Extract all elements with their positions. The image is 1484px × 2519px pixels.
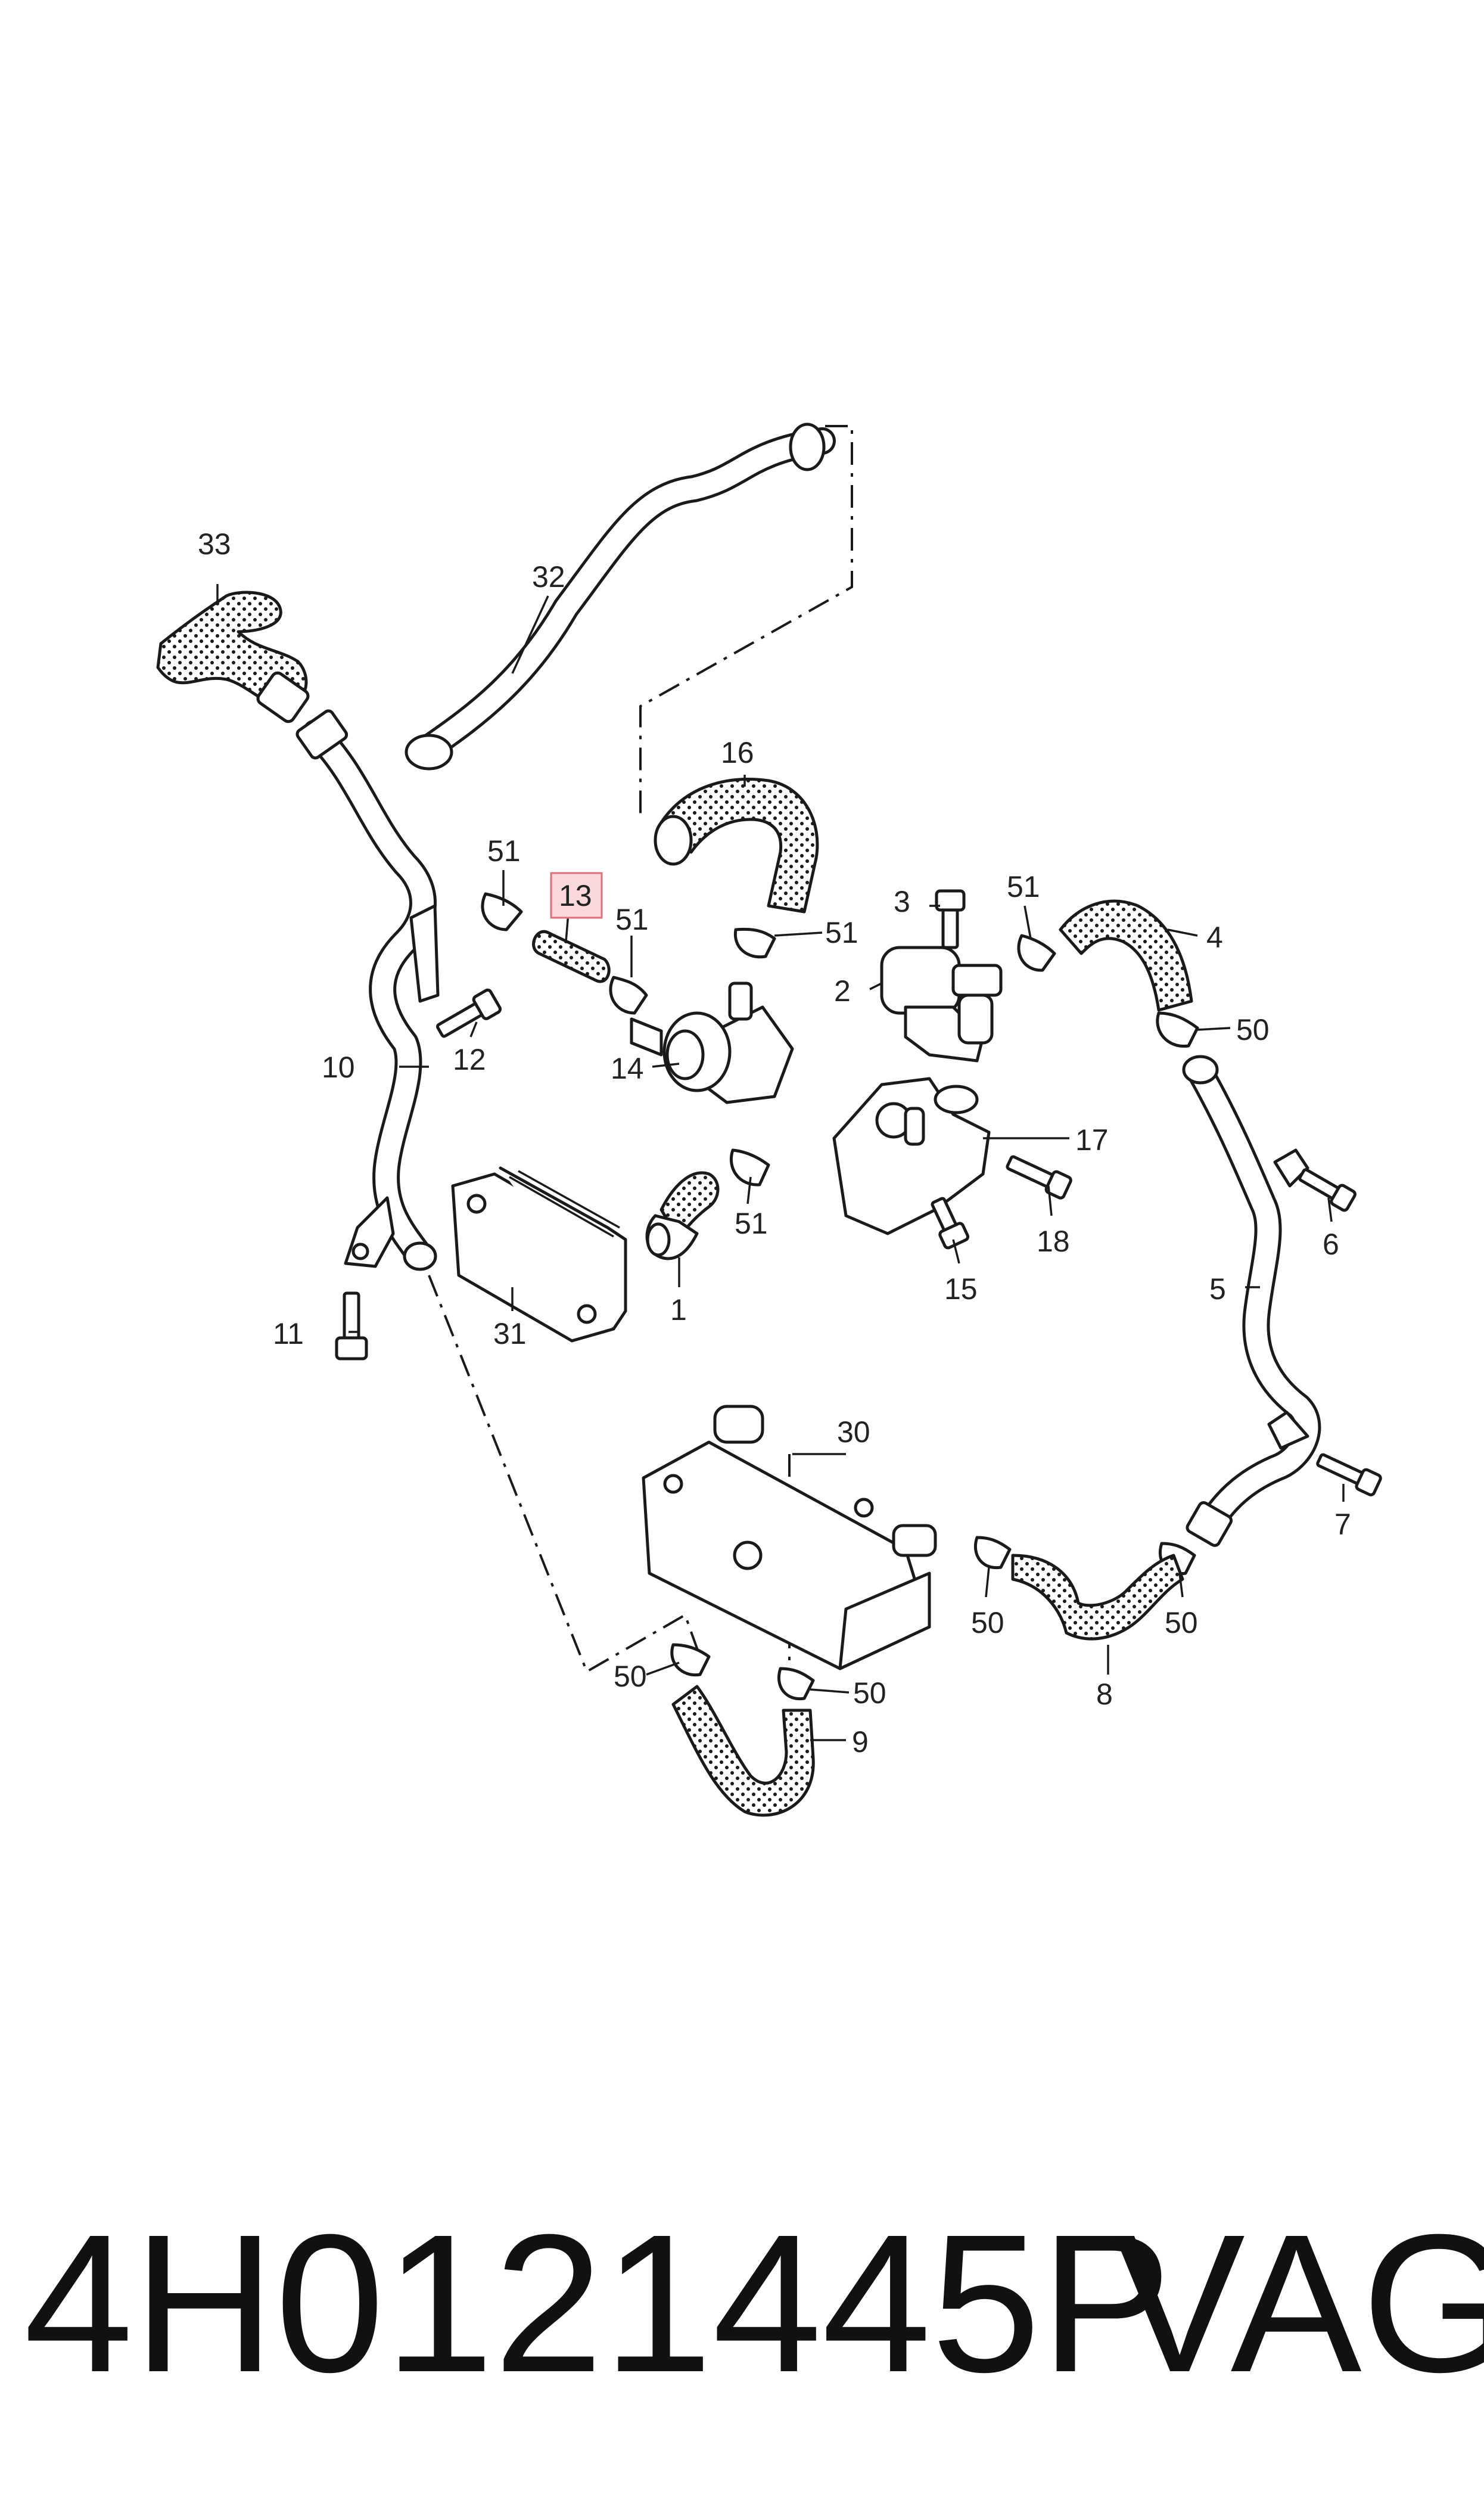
coolant-pipe-32 xyxy=(405,423,836,771)
callout-14: 14 xyxy=(611,1052,644,1085)
callout-11: 11 xyxy=(273,1317,304,1350)
callout-4: 4 xyxy=(1206,921,1223,954)
callout-2: 2 xyxy=(834,974,851,1008)
coolant-pipe-10 xyxy=(295,709,440,1271)
hose-33 xyxy=(156,591,310,723)
hose-8 xyxy=(1011,1554,1184,1641)
callout-51: 51 xyxy=(735,1207,768,1240)
hose-elbow-1 xyxy=(645,1171,720,1260)
bolt-6 xyxy=(1298,1168,1357,1212)
callout-labels: 33 32 51 13 51 16 51 3 51 4 2 50 14 12 1… xyxy=(198,527,1351,1759)
callout-16: 16 xyxy=(721,736,754,769)
hose-4 xyxy=(1059,899,1199,1048)
highlighted-callout-box xyxy=(550,872,603,919)
coolant-pipe-5 xyxy=(1182,1055,1321,1547)
hose-clamps-51 xyxy=(481,892,1056,1186)
callout-12: 12 xyxy=(453,1043,486,1076)
bracket-17 xyxy=(832,1077,991,1235)
callout-5: 5 xyxy=(1209,1272,1226,1306)
hose-13 xyxy=(532,930,611,983)
callout-50: 50 xyxy=(853,1676,886,1710)
callout-18: 18 xyxy=(1037,1225,1070,1258)
callout-51: 51 xyxy=(1007,870,1040,903)
callout-13: 13 xyxy=(559,879,592,912)
bolt-3 xyxy=(935,889,966,949)
callout-7: 7 xyxy=(1334,1508,1351,1541)
bolt-7 xyxy=(1316,1453,1382,1496)
callout-31: 31 xyxy=(493,1317,527,1350)
bolt-11 xyxy=(335,1291,368,1361)
callout-3: 3 xyxy=(894,885,910,918)
callout-32: 32 xyxy=(532,560,565,594)
valve-2 xyxy=(880,946,1003,1063)
callout-50: 50 xyxy=(614,1660,647,1693)
callout-8: 8 xyxy=(1096,1678,1113,1711)
callout-30: 30 xyxy=(837,1415,870,1449)
hose-16 xyxy=(654,778,819,914)
callout-6: 6 xyxy=(1323,1228,1339,1261)
callout-17: 17 xyxy=(1075,1123,1109,1157)
callout-50: 50 xyxy=(971,1606,1004,1639)
callout-51: 51 xyxy=(615,903,649,936)
hose-clamps-50 xyxy=(670,1536,1196,1701)
cooler-30 xyxy=(642,1405,937,1670)
part-number: 4H0121445P xyxy=(24,2193,1172,2413)
callout-10: 10 xyxy=(322,1051,355,1084)
hose-9 xyxy=(671,1685,815,1817)
oil-cooler-31 xyxy=(451,1166,627,1343)
bolt-15 xyxy=(931,1197,970,1250)
leader-lines xyxy=(216,584,1345,1741)
callout-33: 33 xyxy=(198,527,231,561)
callout-1: 1 xyxy=(670,1293,687,1327)
callout-51: 51 xyxy=(487,834,521,868)
bolt-12 xyxy=(436,988,502,1038)
callout-15: 15 xyxy=(944,1272,978,1306)
bolt-18 xyxy=(1006,1155,1072,1200)
callout-9: 9 xyxy=(852,1725,869,1759)
callout-51: 51 xyxy=(825,916,858,949)
callout-50: 50 xyxy=(1236,1013,1270,1046)
callout-50: 50 xyxy=(1165,1606,1198,1639)
brand-name: VAG xyxy=(1114,2193,1484,2413)
coolant-pump-14 xyxy=(630,981,794,1104)
